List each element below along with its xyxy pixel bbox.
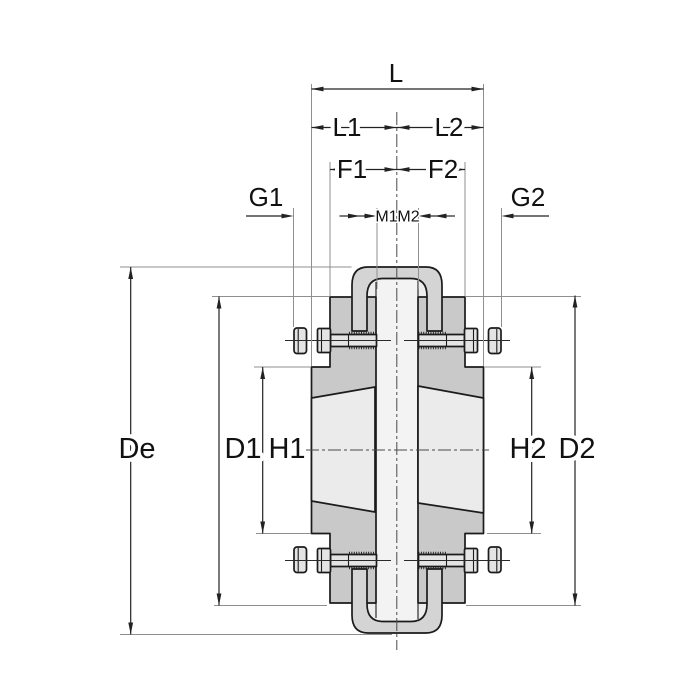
centerlines xyxy=(306,112,489,650)
cap-bottom-right xyxy=(487,546,502,574)
extension-lines xyxy=(120,84,581,635)
coupling-part xyxy=(310,266,485,634)
dim-label-d1: D1 xyxy=(224,433,261,465)
bolt-axes xyxy=(285,340,510,561)
dim-label-m1: M1 xyxy=(375,209,397,226)
cap-bottom-left xyxy=(293,546,308,574)
arrowheads xyxy=(128,86,578,635)
dim-label-de: De xyxy=(118,433,155,465)
hub-inner-face-edges xyxy=(375,281,419,619)
dim-label-l: L xyxy=(389,58,403,88)
dim-label-g1: G1 xyxy=(249,182,284,212)
dim-label-l1: L1 xyxy=(333,112,362,142)
clamping-screws xyxy=(285,327,510,574)
tyre-bottom xyxy=(351,568,443,634)
dim-label-f2: F2 xyxy=(428,154,458,184)
tyre-top xyxy=(351,266,443,332)
dim-label-m2: M2 xyxy=(397,209,419,226)
dim-label-f1: F1 xyxy=(337,154,367,184)
dimension-lines xyxy=(130,88,576,635)
labels: L L1 L2 F1 F2 G1 G2 M1 M2 De D1 H1 H2 D2 xyxy=(114,54,599,469)
dim-label-d2: D2 xyxy=(558,433,595,465)
dim-label-h1: H1 xyxy=(268,433,305,465)
dim-label-h2: H2 xyxy=(509,433,546,465)
left-taper-bush xyxy=(310,386,376,513)
dim-label-g2: G2 xyxy=(511,182,546,212)
dim-label-l2: L2 xyxy=(435,112,464,142)
